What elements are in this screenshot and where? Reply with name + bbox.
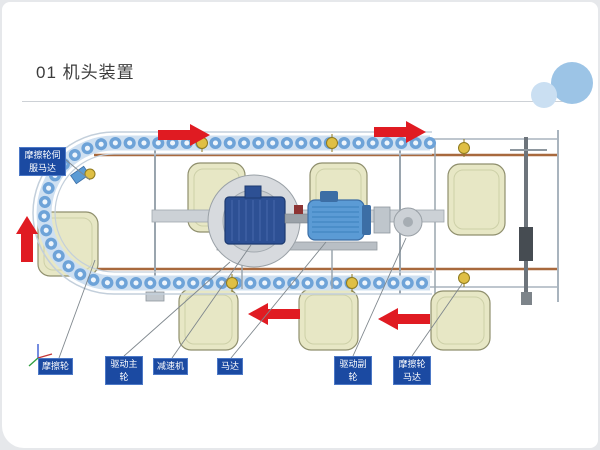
- hanger-column: [510, 137, 547, 305]
- label-motor: 马达: [217, 358, 244, 375]
- motor-part: [307, 191, 371, 241]
- decorative-bubble-small: [531, 82, 557, 108]
- arrow-top-right-right-icon: [374, 121, 426, 143]
- friction-wheel-assemblies: [84, 134, 470, 292]
- drive-aux-wheel-part: [373, 206, 423, 237]
- direction-arrows: [16, 121, 430, 330]
- title-divider: [22, 101, 580, 102]
- arrow-bottom-right-left-icon: [378, 308, 430, 330]
- leader-lines: [58, 159, 463, 359]
- label-drive-main-wheel: 驱动主轮: [105, 356, 143, 386]
- label-friction-servo-motor: 摩擦轮伺服马达: [19, 147, 66, 177]
- label-friction-wheel-motor: 摩擦轮马达: [393, 356, 431, 386]
- axis-triad-icon: [28, 344, 53, 367]
- arrow-top-left-right-icon: [158, 124, 210, 146]
- arrow-bottom-mid-left-icon: [248, 303, 300, 325]
- arrow-left-up-icon: [16, 216, 38, 262]
- roller-chain: [32, 131, 436, 295]
- reducer-part: [224, 185, 286, 245]
- label-friction-wheel: 摩擦轮: [38, 358, 74, 375]
- label-drive-aux-wheel: 驱动副轮: [334, 356, 372, 386]
- decorative-bubble-large: [551, 62, 593, 104]
- label-reducer: 减速机: [153, 358, 189, 375]
- slide-title: 01 机头装置: [36, 63, 135, 82]
